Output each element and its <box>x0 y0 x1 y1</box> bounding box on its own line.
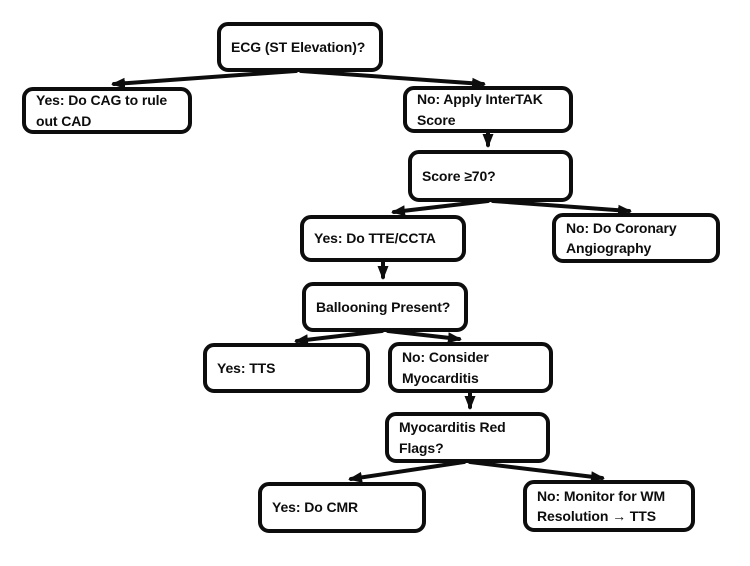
node-yes-do-cmr: Yes: Do CMR <box>258 482 426 533</box>
edge-score70-to-yes-tte <box>391 199 490 217</box>
edge-ecg-to-no-intertak <box>299 69 486 89</box>
node-yes-tts: Yes: TTS <box>203 343 370 393</box>
edge-score70-to-no-coronary <box>491 199 632 216</box>
node-ecg-st-elevation: ECG (ST Elevation)? <box>217 22 383 72</box>
node-yes-do-tte-ccta: Yes: Do TTE/CCTA <box>300 215 466 262</box>
node-no-coronary-angiography: No: Do Coronary Angiography <box>552 213 720 263</box>
node-no-apply-intertak: No: Apply InterTAK Score <box>403 86 573 133</box>
node-myocarditis-red-flags: Myocarditis Red Flags? <box>385 412 550 463</box>
edge-red-flags-to-yes-cmr <box>348 460 466 483</box>
node-no-monitor-wm-resolution: No: Monitor for WM Resolution → TTS <box>523 480 695 532</box>
node-score-ge-70: Score ≥70? <box>408 150 573 202</box>
node-no-consider-myocarditis: No: Consider Myocarditis <box>388 342 553 393</box>
edge-ballooning-to-yes-tts <box>294 329 384 346</box>
edge-red-flags-to-no-monitor <box>468 460 605 483</box>
node-yes-do-cag: Yes: Do CAG to rule out CAD <box>22 87 192 134</box>
edge-ballooning-to-no-myocarditis <box>386 329 462 344</box>
node-ballooning-present: Ballooning Present? <box>302 282 468 332</box>
edge-ecg-to-yes-cag <box>111 69 298 89</box>
